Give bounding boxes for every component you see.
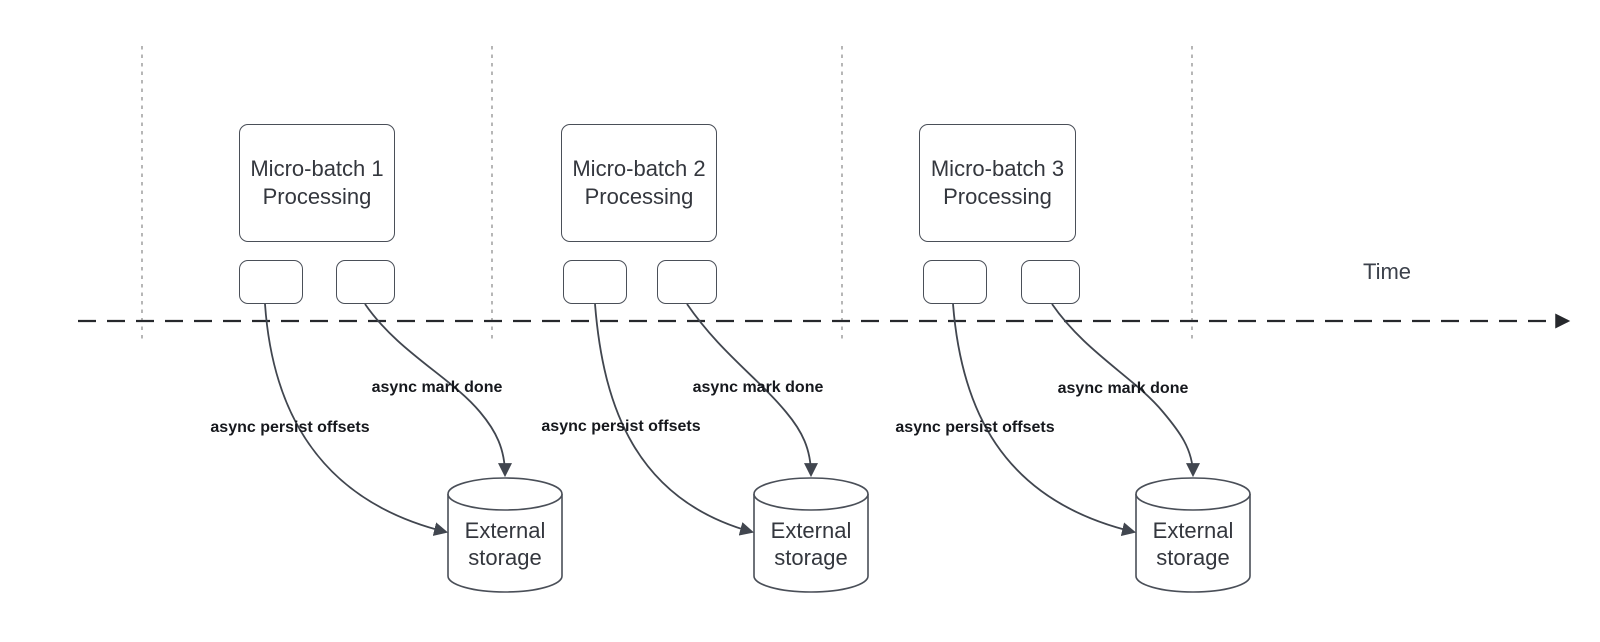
cylinder-top xyxy=(753,477,869,511)
external-storage-label-2: External storage xyxy=(770,518,852,570)
micro-batch-2-title: Micro-batch 2 Processing xyxy=(572,156,706,209)
micro-batch-3-box: Micro-batch 3 Processing xyxy=(919,124,1076,242)
persist-offsets-arrow-1 xyxy=(264,303,449,536)
persist-offsets-task-box-3 xyxy=(923,260,987,304)
micro-batch-1-title: Micro-batch 1 Processing xyxy=(250,156,384,209)
time-axis-label: Time xyxy=(1362,259,1412,284)
storage-cylinder-2 xyxy=(753,477,869,593)
mark-done-task-box-3 xyxy=(1021,260,1080,304)
cylinder-body xyxy=(753,494,869,593)
micro-batch-3-title: Micro-batch 3 Processing xyxy=(930,156,1065,209)
mark-done-label-1: async mark done xyxy=(371,379,503,396)
micro-batch-1-box: Micro-batch 1 Processing xyxy=(239,124,395,242)
persist-offsets-task-box-2 xyxy=(563,260,627,304)
external-storage-label-3: External storage xyxy=(1152,518,1234,570)
mark-done-task-box-1 xyxy=(336,260,395,304)
persist-offsets-label-1: async persist offsets xyxy=(210,419,370,436)
storage-cylinder-1 xyxy=(447,477,563,593)
micro-batch-2-box: Micro-batch 2 Processing xyxy=(561,124,717,242)
persist-offsets-label-2: async persist offsets xyxy=(541,418,701,435)
mark-done-label-2: async mark done xyxy=(692,379,824,396)
mark-done-arrow-2 xyxy=(686,303,818,478)
storage-cylinder-3 xyxy=(1135,477,1251,593)
mark-done-arrow-3 xyxy=(1051,303,1200,478)
external-storage-label-1: External storage xyxy=(464,518,546,570)
mark-done-task-box-2 xyxy=(657,260,717,304)
persist-offsets-arrow-2 xyxy=(594,303,755,536)
cylinder-body xyxy=(1135,494,1251,593)
cylinder-body xyxy=(447,494,563,593)
persist-offsets-label-3: async persist offsets xyxy=(895,419,1055,436)
mark-done-arrow-1 xyxy=(364,303,512,478)
persist-offsets-task-box-1 xyxy=(239,260,303,304)
mark-done-label-3: async mark done xyxy=(1057,380,1189,397)
cylinder-top xyxy=(1135,477,1251,511)
cylinder-top xyxy=(447,477,563,511)
persist-offsets-arrow-3 xyxy=(952,303,1137,537)
